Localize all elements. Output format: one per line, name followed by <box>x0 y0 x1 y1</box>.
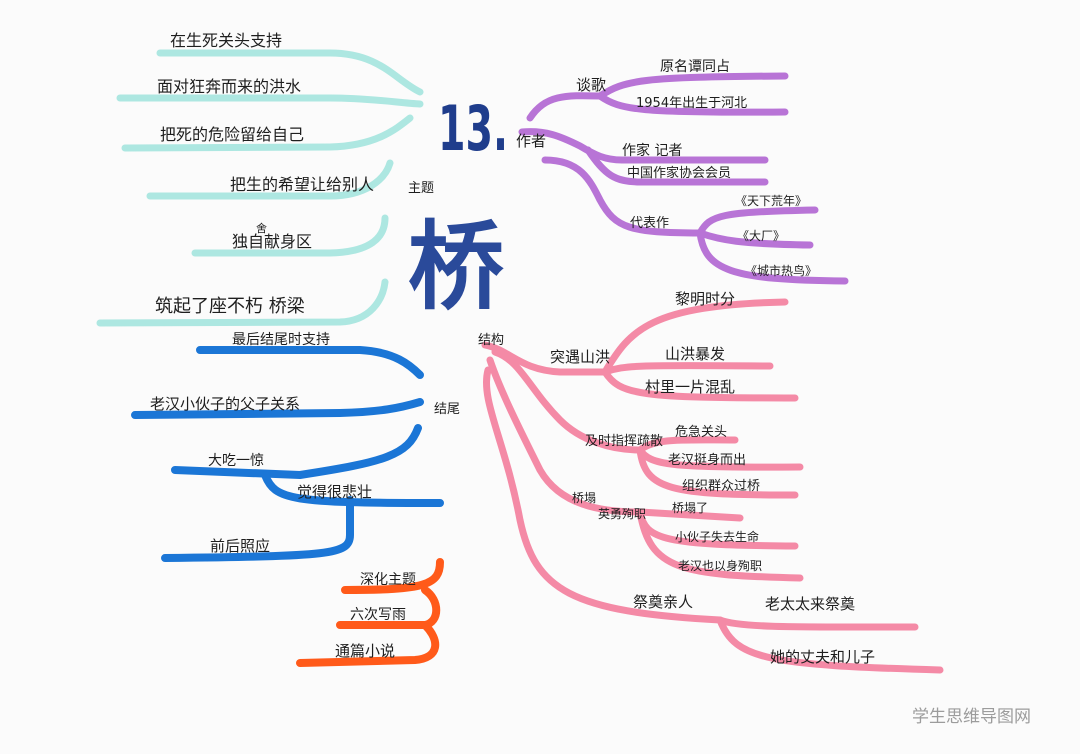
structure-item: 桥塌了 <box>672 501 708 515</box>
author-branch-line <box>584 146 769 186</box>
author-label: 作者 <box>516 132 546 150</box>
structure-item: 组织群众过桥 <box>682 479 760 494</box>
lesson-number: 13. <box>438 92 508 165</box>
author-branch-line <box>696 206 819 237</box>
structure-branch-line <box>481 341 609 376</box>
author-branch-line <box>696 229 849 285</box>
ending-item: 最后结尾时支持 <box>232 332 330 348</box>
theme-branch-group: 在生死关头支持 面对狂奔而来的洪水 把死的危险留给自己 把生的希望让给别人 舍 … <box>96 31 434 327</box>
author-identity-item: 作家 记者 <box>622 142 682 159</box>
structure-item: 危急关头 <box>675 425 727 440</box>
technique-branch-line <box>296 621 440 667</box>
theme-label: 主题 <box>408 181 434 196</box>
structure-node: 祭奠亲人 <box>633 593 693 611</box>
ending-label: 结尾 <box>434 402 460 417</box>
ending-branch-line <box>171 424 422 479</box>
author-branch-line <box>526 92 604 122</box>
technique-item: 深化主题 <box>360 572 416 588</box>
structure-item: 老太太来祭奠 <box>765 595 855 613</box>
theme-branch-line <box>116 94 424 108</box>
structure-branch-group: 结构 突遇山洪 黎明时分 山洪暴发 村里一片混乱 及时指挥疏散 危急关头 老汉挺… <box>478 290 944 674</box>
lesson-title: 桥 <box>408 210 504 323</box>
author-branch-line <box>596 72 789 100</box>
author-branch-line <box>696 229 814 249</box>
structure-branch-line <box>636 508 804 582</box>
ending-item: 大吃一惊 <box>208 453 264 469</box>
ending-branch-line <box>196 346 424 379</box>
theme-item: 筑起了座不朽 桥梁 <box>155 296 305 317</box>
ending-branch-line <box>161 496 354 562</box>
structure-item: 老汉也以身殉职 <box>678 558 762 573</box>
theme-insert-mark: 舍 <box>256 221 267 235</box>
watermark: 学生思维导图网 <box>912 707 1031 727</box>
author-work-item: 《天下荒年》 <box>735 194 807 208</box>
structure-item: 她的丈夫和儿子 <box>770 648 875 666</box>
structure-branch-line <box>716 616 944 674</box>
author-name-item: 原名谭同占 <box>660 59 730 75</box>
author-branch-line <box>596 92 789 116</box>
author-branch-line <box>541 156 704 237</box>
technique-item: 通篇小说 <box>335 642 395 660</box>
author-name-item: 1954年出生于河北 <box>636 96 747 111</box>
theme-item: 在生死关头支持 <box>170 31 282 50</box>
theme-branch-line <box>146 159 394 200</box>
structure-item: 黎明时分 <box>675 290 735 308</box>
ending-item: 老汉小伙子的父子关系 <box>150 395 300 413</box>
author-work-item: 《城市热鸟》 <box>745 263 817 278</box>
structure-node-top: 桥塌 <box>572 491 596 505</box>
author-branch-group: 作者 谈歌 原名谭同占 1954年出生于河北 作家 记者 中国作家协会会员 代表… <box>516 59 849 285</box>
structure-node: 及时指挥疏散 <box>585 434 663 449</box>
structure-branch-line <box>601 298 789 376</box>
author-works-label: 代表作 <box>630 216 669 231</box>
author-branch-line <box>518 128 769 164</box>
structure-item: 村里一片混乱 <box>645 378 735 396</box>
theme-branch-line <box>96 278 389 327</box>
structure-branch-line <box>482 366 724 624</box>
ending-branch-group: 结尾 最后结尾时支持 老汉小伙子的父子关系 大吃一惊 觉得很悲壮 前后照应 <box>131 332 460 562</box>
structure-node: 突遇山洪 <box>550 348 610 366</box>
ending-item: 前后照应 <box>210 537 270 555</box>
structure-branch-line <box>636 446 799 499</box>
author-identity-item: 中国作家协会会员 <box>627 165 731 181</box>
ending-branch-line <box>261 471 444 507</box>
theme-branch-line <box>191 214 389 257</box>
theme-item: 把生的希望让给别人 <box>230 175 374 194</box>
structure-branch-line <box>636 436 739 454</box>
theme-item: 独自献身区 <box>232 232 312 251</box>
author-work-item: 《大厂》 <box>737 229 785 243</box>
structure-branch-line <box>491 348 644 454</box>
structure-branch-line <box>486 356 644 516</box>
structure-label: 结构 <box>478 333 504 348</box>
structure-item: 小伙子失去生命 <box>675 529 759 544</box>
structure-branch-line <box>601 368 799 402</box>
structure-node: 英勇殉职 <box>598 506 646 521</box>
ending-branch-line <box>131 398 424 419</box>
theme-branch-line <box>156 49 424 96</box>
technique-item: 六次写雨 <box>350 607 406 623</box>
technique-branch-group: 深化主题 六次写雨 通篇小说 <box>296 558 444 667</box>
technique-branch-line <box>341 558 444 594</box>
structure-item: 老汉挺身而出 <box>668 452 746 468</box>
theme-branch-line <box>121 114 414 152</box>
structure-branch-line <box>636 508 744 522</box>
structure-item: 山洪暴发 <box>665 345 725 363</box>
theme-item: 面对狂奔而来的洪水 <box>157 77 301 96</box>
structure-branch-line <box>716 616 919 631</box>
ending-item: 觉得很悲壮 <box>297 483 372 501</box>
author-name: 谈歌 <box>576 76 606 94</box>
structure-branch-line <box>601 362 774 376</box>
theme-item: 把死的危险留给自己 <box>160 125 304 144</box>
